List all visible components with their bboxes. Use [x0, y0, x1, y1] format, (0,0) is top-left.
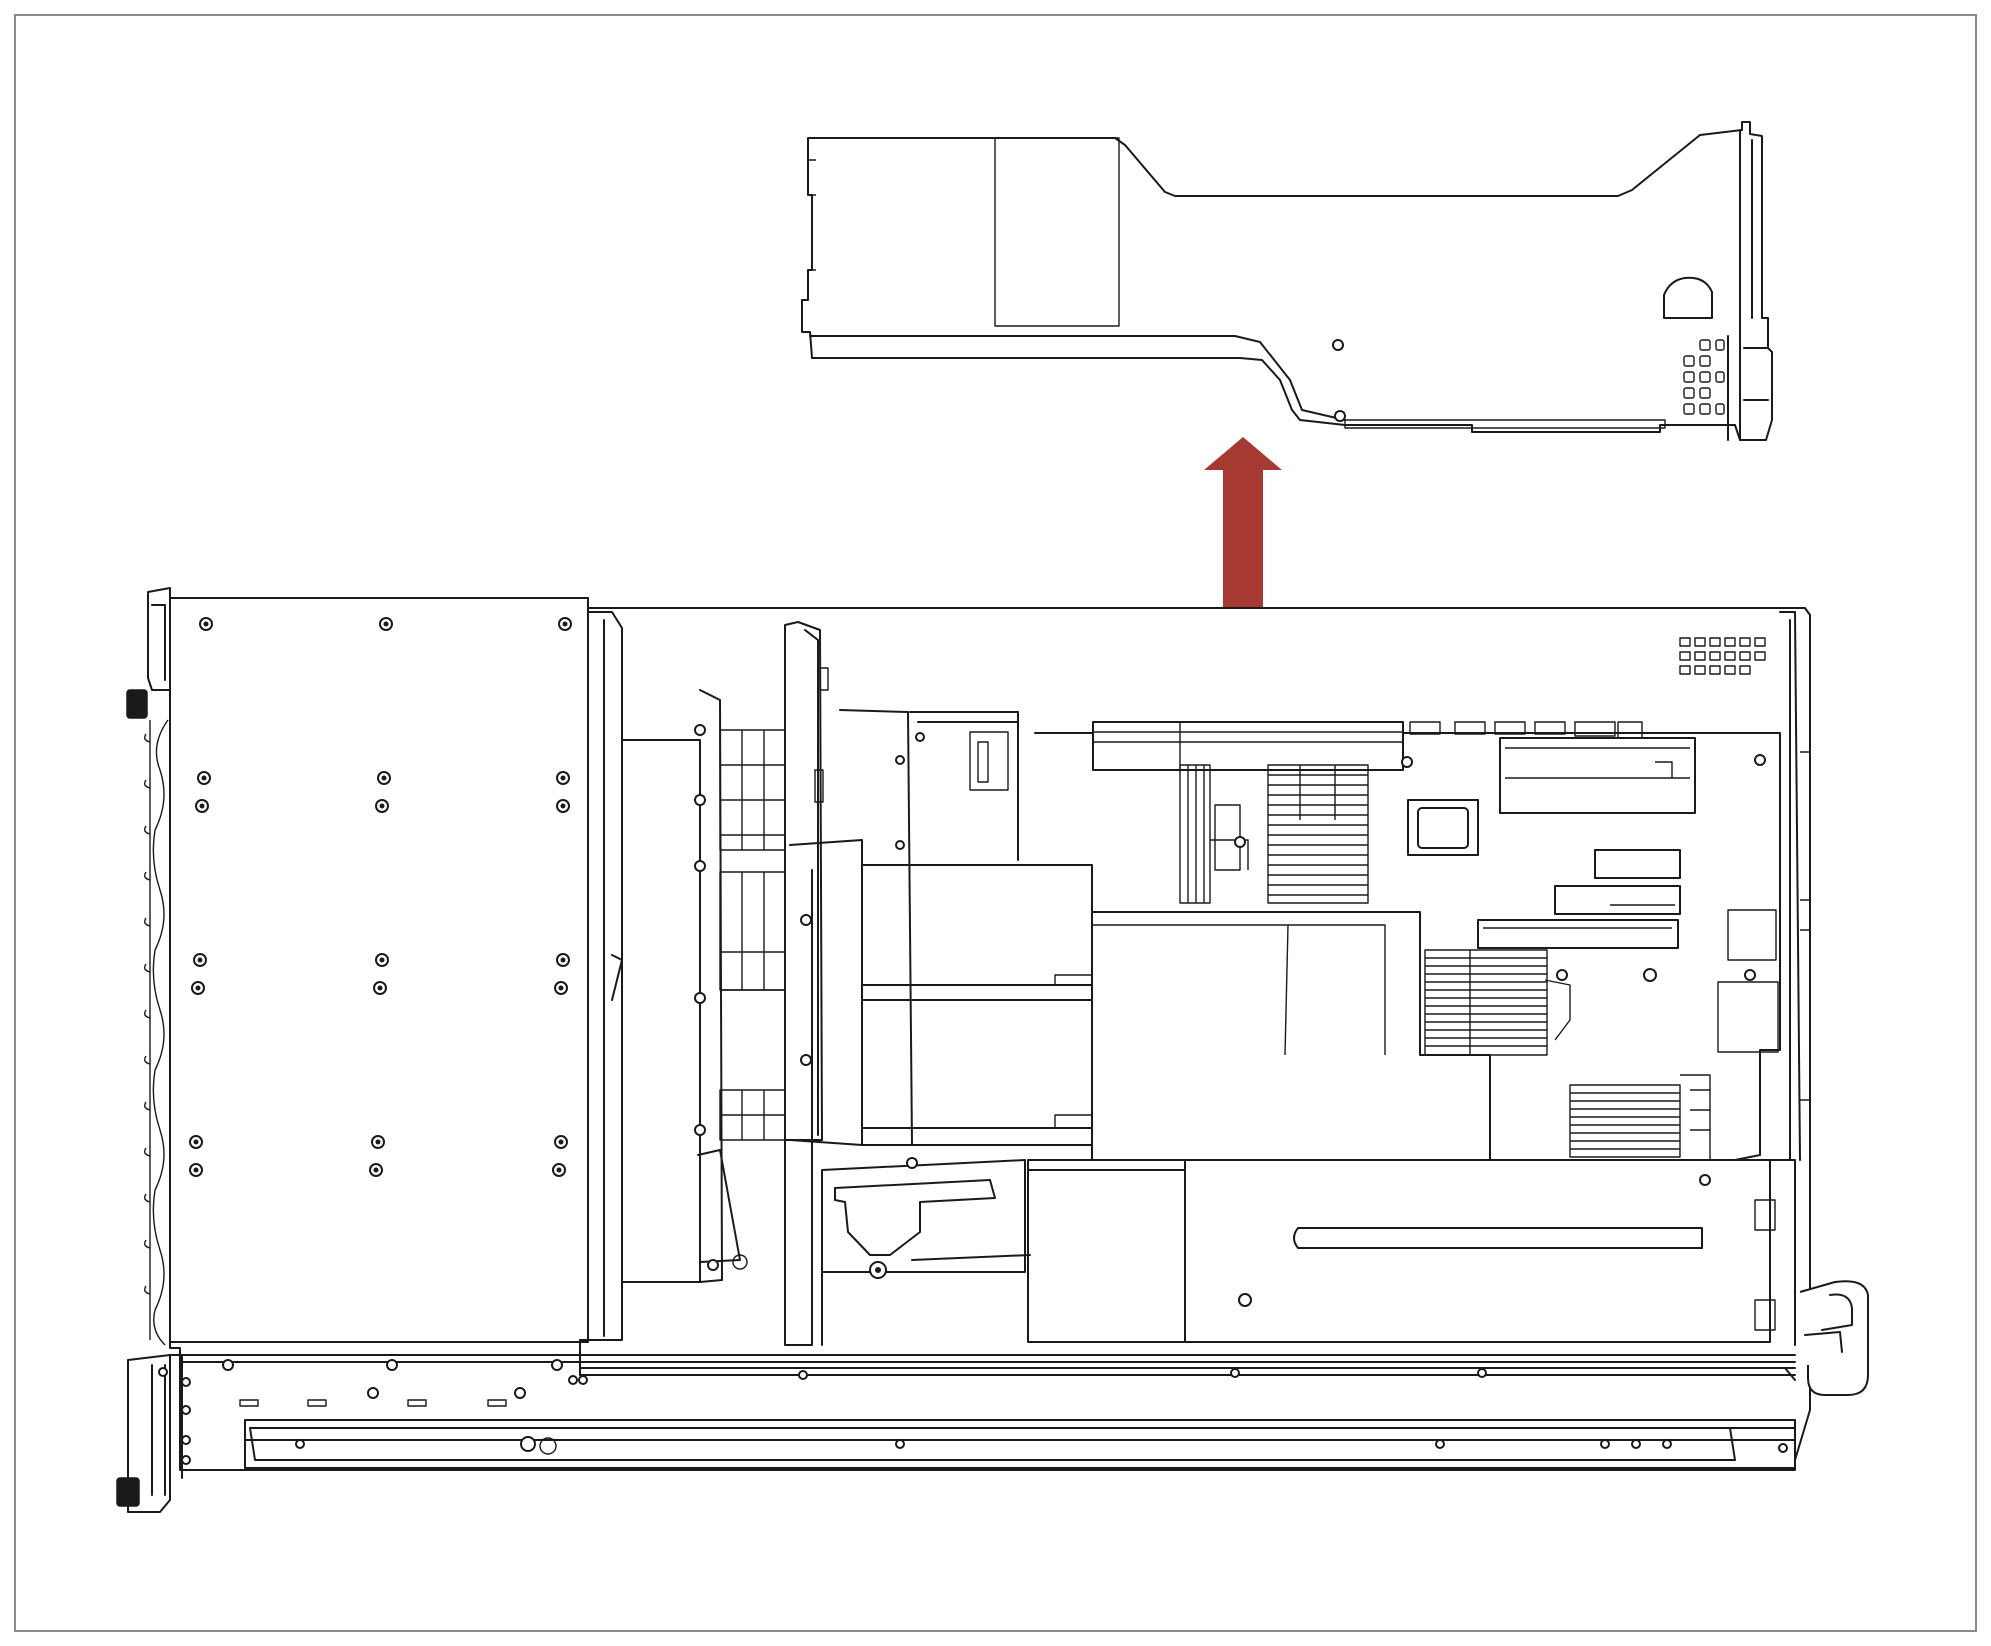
chassis-rails — [169, 1339, 1796, 1469]
front-bezel-hooks — [143, 733, 151, 1295]
rear-handle — [1799, 1280, 1869, 1396]
drive-bay-screws — [189, 617, 572, 1177]
rear-wall — [1779, 611, 1801, 1161]
rear-wall-tabs — [1800, 751, 1811, 1101]
front-left-ear — [126, 587, 171, 1340]
front-bezel-edge — [152, 719, 169, 1346]
chipset — [1407, 799, 1479, 856]
motherboard — [1034, 732, 1781, 1161]
rear-io — [1643, 754, 1779, 1053]
riser-cage-outline — [801, 121, 1773, 441]
riser-thumb-hole — [1663, 276, 1713, 319]
riser-cage-lower-edge — [809, 335, 1346, 421]
front-left-ear-bottom — [116, 1354, 191, 1513]
riser-slot — [1344, 419, 1666, 429]
dimm-slots-left — [1179, 764, 1249, 904]
server-chassis — [116, 587, 1869, 1513]
vent-grid — [1679, 637, 1766, 675]
riser-rear-bracket — [1727, 129, 1769, 441]
riser-screw — [1332, 339, 1344, 351]
board-headers — [1409, 721, 1643, 739]
fan-cage — [621, 621, 829, 1346]
riser-vent-grid — [1683, 339, 1725, 415]
air-shroud — [789, 839, 1093, 1146]
expansion-bracket — [821, 1157, 1031, 1346]
drive-bay-cover-side — [603, 619, 623, 1337]
drive-bay-cover-edge — [579, 611, 623, 1341]
drive-bay-cover — [169, 597, 589, 1343]
rail-labels — [239, 1399, 507, 1407]
heatsink-left — [1267, 764, 1369, 904]
riser-label-plate — [994, 137, 1120, 327]
rail-screws — [222, 1359, 1788, 1453]
dimm-bank-right — [1424, 949, 1571, 1056]
riser-cage — [801, 121, 1773, 441]
pcie-connectors — [1092, 721, 1696, 949]
riser-left-tabs — [808, 159, 816, 271]
psu-bay — [839, 709, 1019, 1146]
dimm-bank-lower — [1569, 1074, 1711, 1160]
riser-screw — [1334, 410, 1346, 422]
power-supply — [1027, 1159, 1796, 1346]
